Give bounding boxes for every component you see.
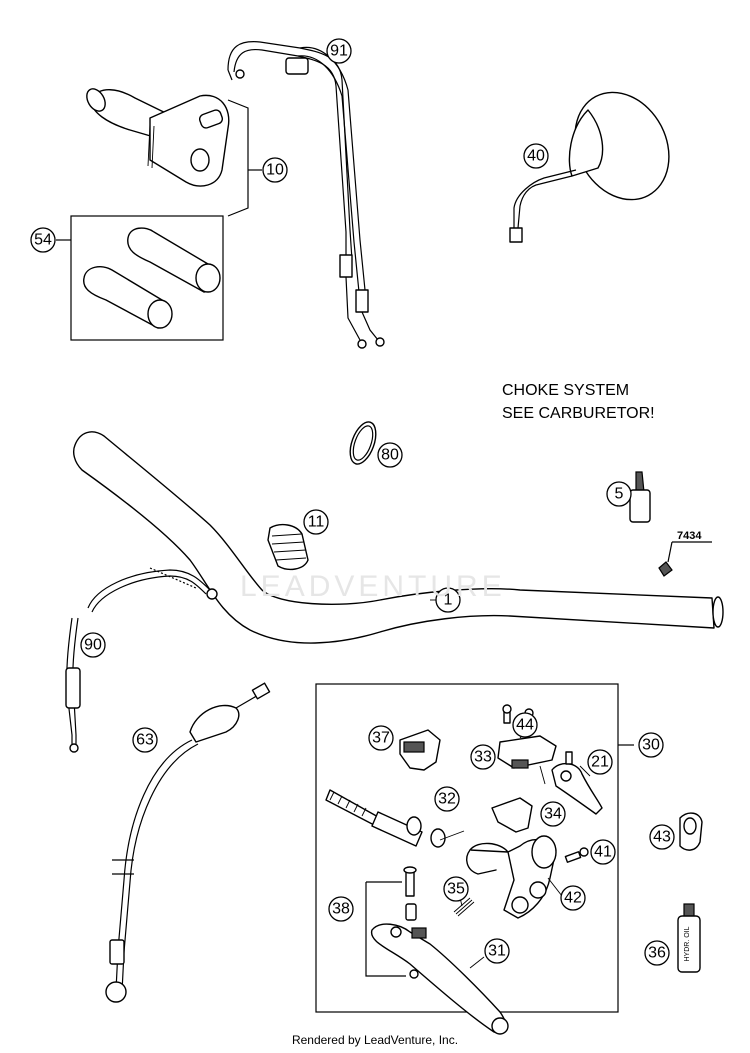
svg-text:31: 31 <box>488 943 506 960</box>
svg-text:33: 33 <box>474 749 492 766</box>
footer-credit: Rendered by LeadVenture, Inc. <box>291 1033 459 1047</box>
callout-91: 91 <box>326 38 352 64</box>
callout-42: 42 <box>560 885 586 911</box>
lever-21[interactable] <box>551 751 603 815</box>
callout-11: 11 <box>303 509 329 535</box>
callout-35: 35 <box>443 876 469 902</box>
callout-90: 90 <box>80 632 106 658</box>
svg-text:5: 5 <box>615 486 624 503</box>
svg-text:42: 42 <box>564 890 582 907</box>
svg-text:37: 37 <box>372 730 390 747</box>
svg-text:30: 30 <box>642 737 660 754</box>
choke-cable-90[interactable] <box>65 567 218 753</box>
svg-text:41: 41 <box>594 844 612 861</box>
callout-36: 36 <box>644 940 670 966</box>
brake-lever-31[interactable] <box>371 923 509 1035</box>
throttle-grip[interactable] <box>83 86 230 187</box>
svg-text:1: 1 <box>444 592 453 609</box>
svg-text:80: 80 <box>381 447 399 464</box>
callout-33: 33 <box>470 744 496 770</box>
grips-box <box>56 215 224 341</box>
clip-34[interactable] <box>491 797 533 833</box>
callout-31: 31 <box>484 938 510 964</box>
screw-41[interactable] <box>564 847 589 863</box>
svg-text:43: 43 <box>653 829 671 846</box>
svg-text:90: 90 <box>84 637 102 654</box>
mirror[interactable] <box>509 76 687 243</box>
svg-text:44: 44 <box>516 717 534 734</box>
callout-32: 32 <box>434 786 460 812</box>
clamp-80[interactable] <box>345 419 381 468</box>
hydraulic-oil-label: HYDR. OIL <box>684 926 691 961</box>
pin-38[interactable] <box>365 866 419 979</box>
master-cylinder-42[interactable] <box>466 835 557 919</box>
callout-80: 80 <box>377 442 403 468</box>
callout-34: 34 <box>540 801 566 827</box>
hydraulic-oil-bottle[interactable]: HYDR. OIL <box>677 903 701 973</box>
callout-63: 63 <box>132 727 158 753</box>
svg-text:54: 54 <box>34 232 52 249</box>
callout-54: 54 <box>30 227 56 253</box>
bellows-11[interactable] <box>267 523 309 571</box>
callout-1: 1 <box>435 587 461 613</box>
end-plug-7434[interactable] <box>658 541 712 577</box>
callout-38: 38 <box>328 896 354 922</box>
callout-30: 30 <box>638 732 664 758</box>
callout-41: 41 <box>590 839 616 865</box>
watermark: LEADVENTURE <box>240 570 506 603</box>
callout-10: 10 <box>262 157 288 183</box>
svg-text:21: 21 <box>591 754 609 771</box>
reference-code: 7434 <box>677 530 702 542</box>
grip-left[interactable] <box>83 266 173 329</box>
svg-text:10: 10 <box>266 162 284 179</box>
clutch-cable-63[interactable] <box>105 682 271 1003</box>
svg-text:32: 32 <box>438 791 456 808</box>
throttle-cables[interactable] <box>227 41 385 349</box>
choke-note-line2: SEE CARBURETOR! <box>502 405 655 422</box>
callout-43: 43 <box>649 824 675 850</box>
svg-text:34: 34 <box>544 806 562 823</box>
callout-44: 44 <box>512 712 538 738</box>
svg-text:91: 91 <box>330 43 348 60</box>
callout-37: 37 <box>368 725 394 751</box>
fitting-43[interactable] <box>679 812 703 851</box>
svg-text:36: 36 <box>648 945 666 962</box>
callout-40: 40 <box>523 143 549 169</box>
svg-text:11: 11 <box>308 514 325 531</box>
callout-21: 21 <box>587 749 613 775</box>
grip-right[interactable] <box>127 227 221 293</box>
part-37[interactable] <box>399 729 441 771</box>
cover-33[interactable] <box>497 735 557 769</box>
bottle-5[interactable] <box>629 471 651 523</box>
svg-text:40: 40 <box>527 148 545 165</box>
bracket-10 <box>227 99 262 217</box>
svg-text:63: 63 <box>136 732 154 749</box>
choke-note-line1: CHOKE SYSTEM <box>502 382 630 399</box>
svg-text:38: 38 <box>332 901 350 918</box>
piston-spring-32[interactable] <box>325 789 446 848</box>
svg-text:35: 35 <box>447 881 465 898</box>
choke-note: CHOKE SYSTEM SEE CARBURETOR! <box>502 379 655 425</box>
handlebar[interactable] <box>73 431 724 644</box>
callout-5: 5 <box>606 481 632 507</box>
